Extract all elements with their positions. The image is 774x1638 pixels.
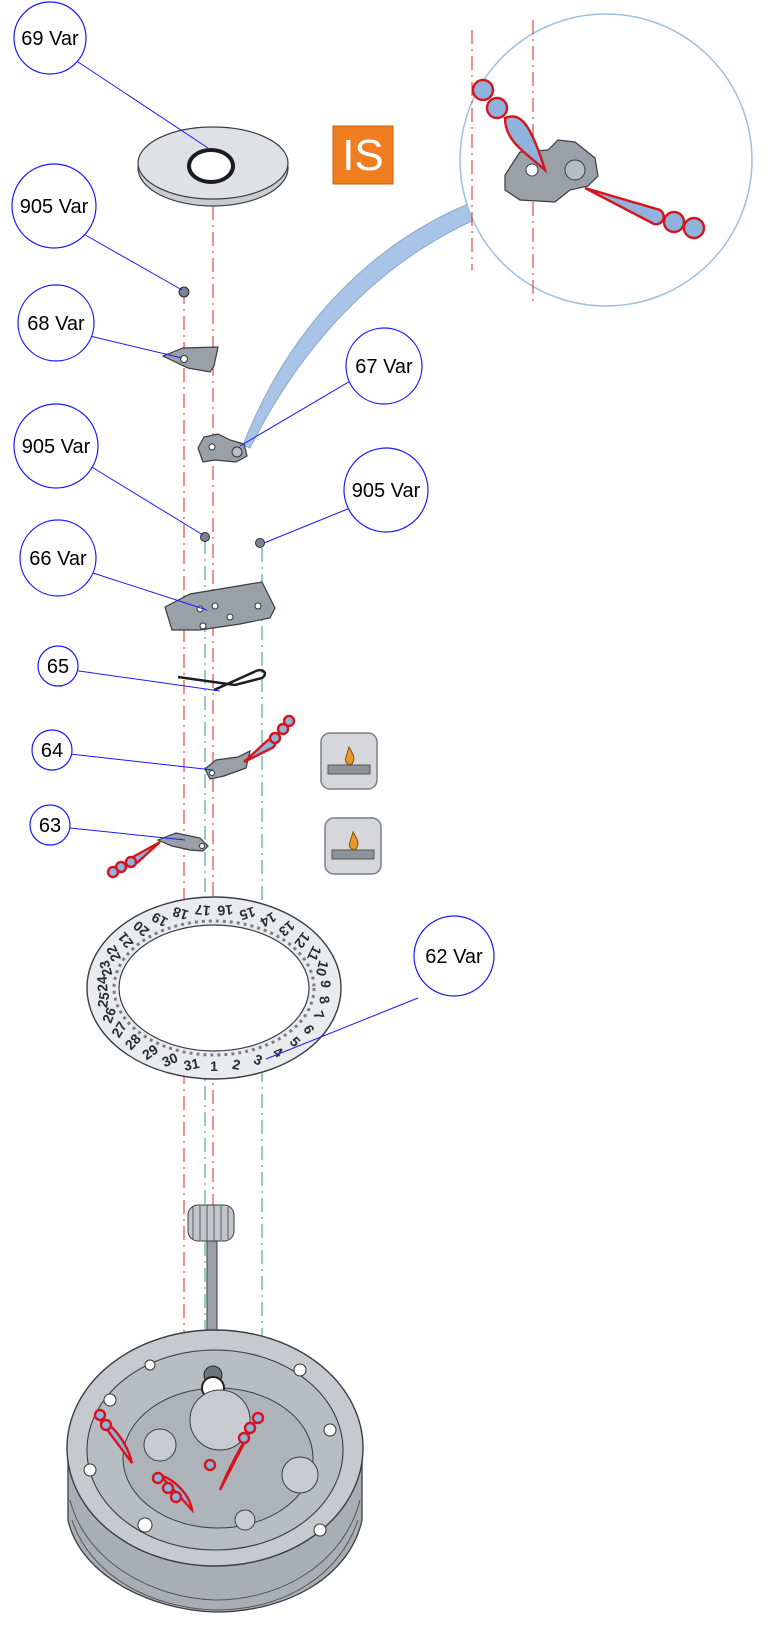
oil-marks-movement bbox=[93, 1408, 265, 1514]
date-numeral: 9 bbox=[318, 980, 334, 989]
callout-68-var: 68 Var bbox=[17, 284, 95, 362]
date-numeral: 18 bbox=[170, 904, 190, 924]
part-64 bbox=[204, 714, 296, 780]
date-numeral: 16 bbox=[217, 902, 234, 920]
part-65-spring bbox=[177, 669, 267, 692]
date-numeral: 19 bbox=[149, 909, 171, 931]
zoom-detail bbox=[242, 13, 753, 449]
callout-905-var: 905 Var bbox=[11, 163, 97, 249]
date-numeral: 17 bbox=[194, 902, 211, 920]
date-numeral: 31 bbox=[182, 1055, 201, 1074]
callout-label: 66 Var bbox=[29, 548, 87, 570]
callout-label: 905 Var bbox=[352, 480, 421, 502]
oil-marks-63 bbox=[106, 840, 161, 879]
callout-69-var: 69 Var bbox=[13, 1, 87, 75]
is-badge-label: IS bbox=[342, 131, 384, 180]
zoom-oil-marks bbox=[471, 78, 706, 240]
date-numeral: 30 bbox=[159, 1049, 180, 1070]
callout-905-var: 905 Var bbox=[343, 447, 429, 533]
date-numeral: 11 bbox=[304, 943, 325, 964]
part-66-plate bbox=[164, 581, 276, 631]
callout-label: 905 Var bbox=[22, 436, 91, 458]
callout-66-var: 66 Var bbox=[19, 519, 97, 597]
callout-65: 65 bbox=[37, 645, 79, 687]
date-numeral: 15 bbox=[237, 904, 257, 924]
callout-label: 67 Var bbox=[355, 356, 413, 378]
zoom-beam bbox=[242, 199, 489, 449]
date-numeral: 14 bbox=[258, 909, 280, 931]
callout-label: 69 Var bbox=[21, 28, 79, 50]
part-63 bbox=[106, 832, 209, 879]
is-badge-box bbox=[332, 125, 394, 185]
is-badge: IS bbox=[332, 125, 394, 185]
date-numeral: 1 bbox=[210, 1058, 218, 1074]
callout-62-var: 62 Var bbox=[413, 915, 495, 997]
zoom-circle bbox=[459, 13, 753, 307]
callout-64: 64 bbox=[31, 729, 73, 771]
callout-label: 68 Var bbox=[27, 313, 85, 335]
part-68 bbox=[161, 346, 219, 373]
date-numeral: 8 bbox=[316, 995, 333, 1005]
callout-label: 62 Var bbox=[425, 946, 483, 968]
date-numeral: 22 bbox=[103, 943, 124, 964]
leader-lines bbox=[69, 57, 419, 1060]
callout-67-var: 67 Var bbox=[345, 327, 423, 405]
screw-905-right bbox=[255, 538, 265, 548]
callout-label: 64 bbox=[41, 740, 63, 762]
part-67 bbox=[197, 433, 248, 463]
date-numeral: 2 bbox=[231, 1056, 242, 1073]
watch-movement bbox=[66, 1329, 364, 1613]
callout-label: 905 Var bbox=[20, 196, 89, 218]
screw-905-top bbox=[178, 286, 190, 298]
date-numeral: 10 bbox=[313, 959, 332, 978]
lubrication-icon bbox=[320, 732, 378, 790]
oil-marks-64 bbox=[243, 714, 296, 764]
date-numeral: 25 bbox=[94, 991, 112, 1009]
date-numeral: 27 bbox=[108, 1018, 130, 1040]
date-numeral: 23 bbox=[96, 959, 115, 978]
callout-63: 63 bbox=[29, 804, 71, 846]
callout-label: 63 bbox=[39, 815, 61, 837]
date-numeral: 24 bbox=[94, 976, 111, 993]
callout-label: 65 bbox=[47, 656, 69, 678]
callout-905-var: 905 Var bbox=[13, 403, 99, 489]
lubrication-icon bbox=[324, 817, 382, 875]
part-69-washer bbox=[137, 126, 289, 207]
date-numeral: 26 bbox=[99, 1005, 119, 1025]
